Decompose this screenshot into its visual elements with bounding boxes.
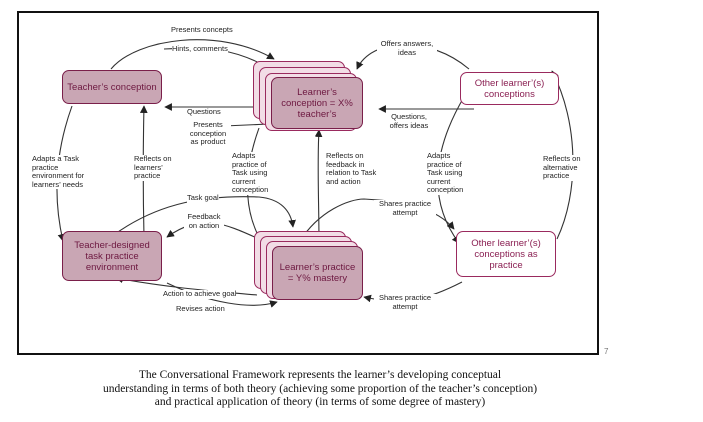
arrow-presents-concepts — [110, 39, 275, 70]
label-presents-product: Presents conception as product — [185, 120, 231, 147]
label-revises-action: Revises action — [176, 304, 225, 314]
label-shares-top: Shares practice attempt — [374, 199, 436, 218]
label-adapts-practice-left: Adapts practice of Task using current co… — [232, 151, 280, 195]
caption-line-3: and practical application of theory (in … — [154, 396, 486, 408]
arrow-task-goal — [110, 196, 296, 238]
arrow-reflects-feedback — [314, 129, 323, 245]
caption-line-1: The Conversational Framework represents … — [138, 369, 502, 381]
label-offers-answers: Offers answers, ideas — [377, 39, 437, 58]
node-learner-conception: Learner’s conception = X% teacher’s — [271, 77, 363, 129]
figure-caption: The Conversational Framework represents … — [0, 369, 640, 410]
label-reflects-learners: Reflects on learners’ practice — [134, 154, 178, 181]
node-learner-practice: Learner’s practice = Y% mastery — [272, 246, 363, 300]
label-hints-comments: Hints, comments — [172, 44, 228, 54]
label-presents-concepts: Presents concepts — [171, 25, 233, 35]
label-questions: Questions — [187, 107, 221, 117]
arrow-revises-action — [166, 282, 278, 308]
label-adapts-env: Adapts a Task practice environment for l… — [32, 154, 94, 190]
slide-frame: Teacher’s conception Learner’s conceptio… — [17, 11, 608, 356]
slide-number: 7 — [604, 347, 609, 356]
label-reflects-alternative: Reflects on alternative practice — [543, 154, 587, 181]
node-teacher-env: Teacher-designed task practice environme… — [62, 231, 162, 281]
label-adapts-practice-right: Adapts practice of Task using current co… — [427, 151, 477, 195]
label-shares-bottom: Shares practice attempt — [374, 293, 436, 312]
label-questions-offers: Questions, offers ideas — [383, 112, 435, 131]
arrow-action-goal — [115, 275, 258, 296]
node-other-conceptions: Other learner’(s) conceptions — [460, 72, 559, 105]
label-feedback-action: Feedback on action — [184, 212, 224, 231]
node-other-practice: Other learner’(s) conceptions as practic… — [456, 231, 556, 277]
label-reflects-feedback: Reflects on feedback in relation to Task… — [326, 151, 386, 187]
caption-line-2: understanding in terms of both theory (a… — [102, 382, 538, 395]
label-action-goal: Action to achieve goal — [163, 289, 237, 299]
label-task-goal: Task goal — [187, 193, 219, 203]
node-teacher-conception: Teacher’s conception — [62, 70, 162, 104]
